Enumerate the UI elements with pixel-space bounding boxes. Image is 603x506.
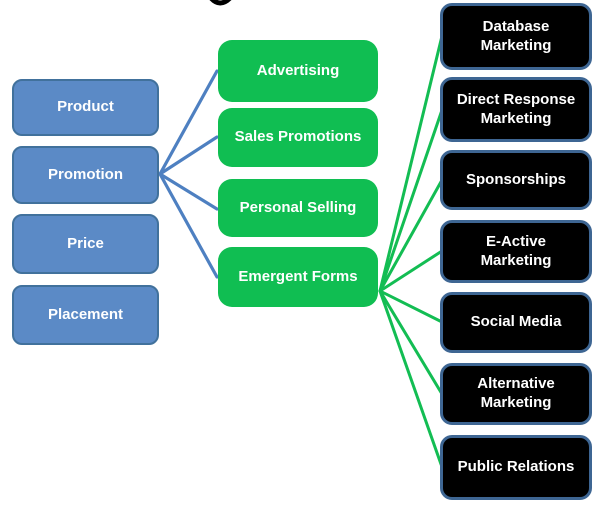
node-social-media: Social Media (440, 292, 592, 353)
node-label: Database Marketing (480, 17, 552, 54)
edge-promotion-emergent-forms (158, 172, 219, 279)
edge-promotion-sales-promotions (158, 135, 219, 176)
edge-emergent-sponsorships (378, 178, 444, 293)
node-placement: Placement (12, 285, 159, 345)
node-label: Promotion (48, 165, 123, 183)
node-label: Sponsorships (465, 170, 566, 188)
node-label: Sales Promotions (234, 128, 362, 146)
node-public-relations: Public Relations (440, 435, 592, 500)
node-label: Alternative Marketing (477, 375, 555, 411)
node-label: Product (57, 98, 114, 116)
edge-emergent-alternative-marketing (378, 289, 444, 396)
edge-emergent-direct-response-marketing (378, 108, 444, 293)
edge-emergent-e-active-marketing (378, 249, 444, 293)
node-sales-promotions: Sales Promotions (218, 108, 378, 167)
node-promotion: Promotion (12, 146, 159, 204)
cropped-title-glyph-descender (209, 0, 232, 6)
node-label: Emergent Forms (238, 267, 358, 285)
node-e-active-marketing: E-Active Marketing (440, 220, 592, 283)
node-emergent-forms: Emergent Forms (218, 247, 378, 307)
node-database-marketing: Database Marketing (440, 3, 592, 70)
node-label: Direct Response Marketing (456, 90, 576, 127)
node-label: E-Active Marketing (480, 232, 552, 269)
node-label: Social Media (470, 313, 562, 331)
node-advertising: Advertising (218, 40, 378, 102)
node-label: Placement (47, 305, 124, 323)
node-sponsorships: Sponsorships (440, 150, 592, 210)
node-personal-selling: Personal Selling (218, 179, 378, 237)
node-label: Public Relations (457, 458, 575, 476)
node-product: Product (12, 79, 159, 136)
edge-promotion-advertising (158, 69, 219, 176)
node-price: Price (12, 214, 159, 274)
node-label: Advertising (256, 61, 340, 79)
node-direct-response-marketing: Direct Response Marketing (440, 77, 592, 142)
node-alternative-marketing: Alternative Marketing (440, 363, 592, 425)
edge-emergent-public-relations (378, 289, 444, 469)
node-label: Personal Selling (239, 198, 357, 216)
node-label: Price (67, 234, 104, 252)
edge-emergent-social-media (378, 289, 444, 324)
edge-emergent-database-marketing (378, 34, 444, 293)
edge-promotion-personal-selling (158, 172, 219, 211)
